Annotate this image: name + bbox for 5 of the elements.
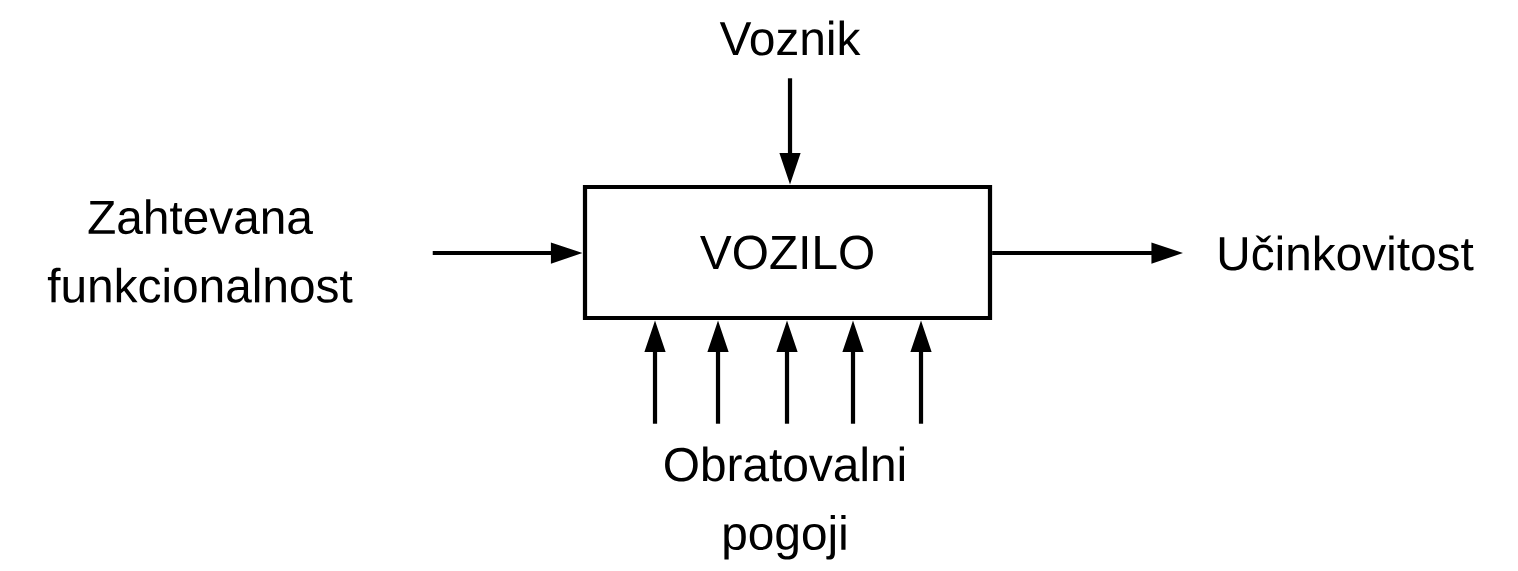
process-box: VOZILO <box>582 184 993 321</box>
input-label: Zahtevana funkcionalnost <box>47 199 353 303</box>
input-label: Obratovalni pogoji <box>665 446 904 560</box>
output-label: Učinkovitost <box>1219 235 1474 271</box>
input-label: Voznik <box>719 20 861 56</box>
